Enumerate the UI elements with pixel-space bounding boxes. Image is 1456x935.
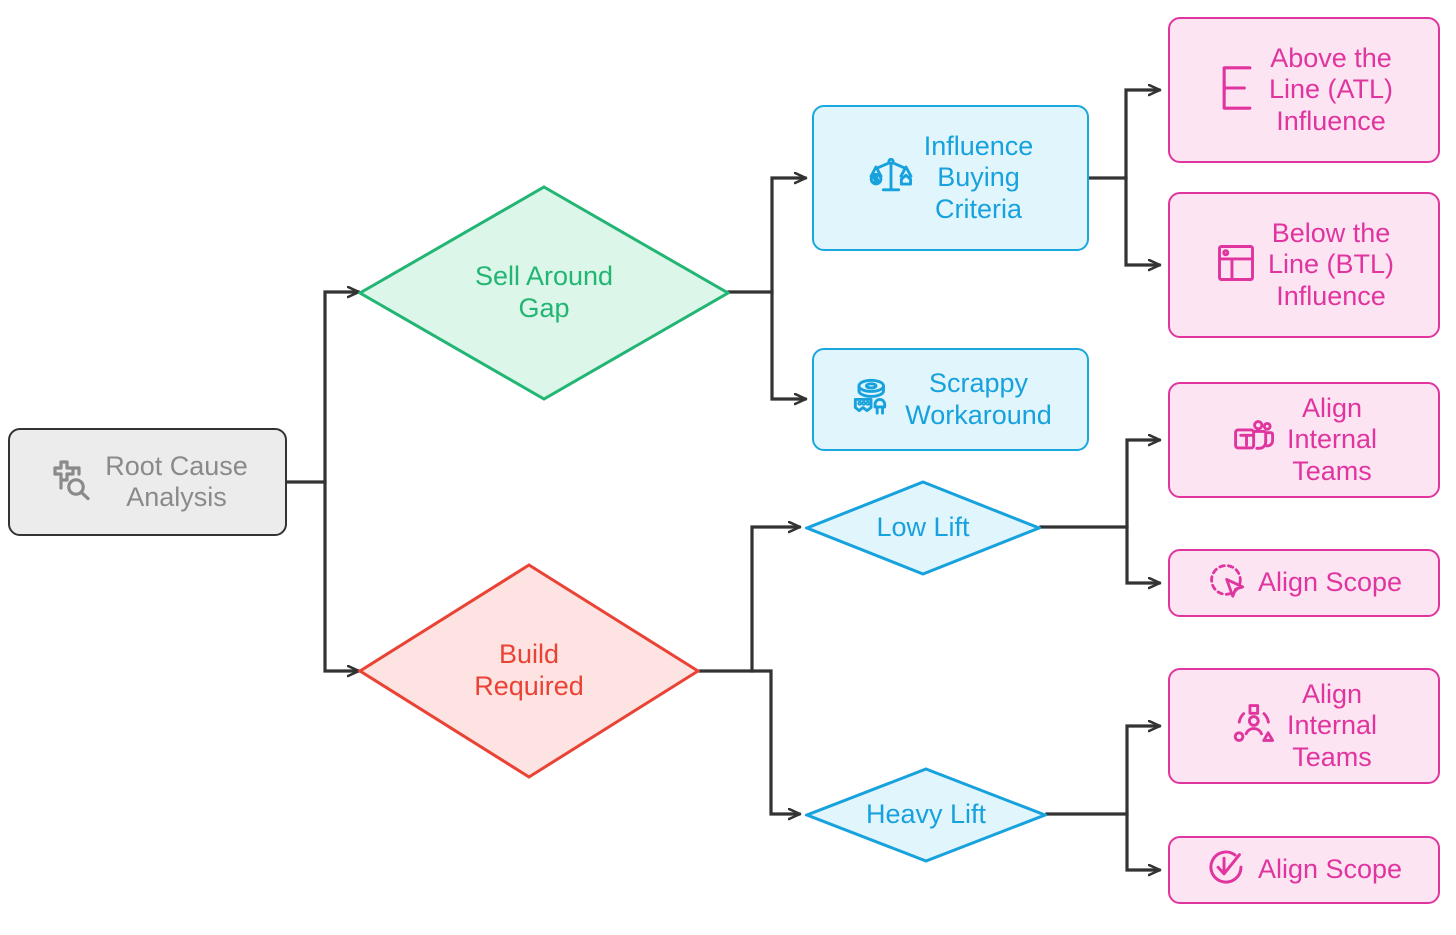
edge-heavy-lift-to-teams xyxy=(1045,726,1159,816)
root-cause-analysis-icon xyxy=(47,456,95,509)
edge-sag-to-scrappy xyxy=(770,290,805,399)
node-label: Align Scope xyxy=(1257,567,1403,598)
node-below-the-line-influence[interactable]: Below the Line (BTL) Influence xyxy=(1168,192,1440,338)
node-scrappy-workaround[interactable]: Scrappy Workaround xyxy=(812,348,1089,451)
edge-sag-to-influence xyxy=(727,178,805,294)
node-label: Low Lift xyxy=(876,512,970,543)
node-align-internal-teams-heavy-lift[interactable]: Align Internal Teams xyxy=(1168,668,1440,784)
node-heavy-lift[interactable]: Heavy Lift xyxy=(805,767,1047,863)
node-sell-around-gap[interactable]: Sell Around Gap xyxy=(358,185,730,401)
edge-low-lift-to-teams xyxy=(1039,440,1159,529)
node-align-internal-teams-low-lift[interactable]: Align Internal Teams xyxy=(1168,382,1440,498)
node-label: Scrappy Workaround xyxy=(905,368,1052,430)
node-label: Root Cause Analysis xyxy=(105,450,248,512)
node-label: Align Internal Teams xyxy=(1286,393,1378,486)
node-align-scope-low-lift[interactable]: Align Scope xyxy=(1168,549,1440,617)
edge-low-lift-to-scope xyxy=(1125,525,1159,583)
node-label: Align Scope xyxy=(1257,854,1403,885)
node-label: Above the Line (ATL) Influence xyxy=(1268,43,1394,136)
edge-heavy-lift-to-scope xyxy=(1125,812,1159,870)
diamond-shape xyxy=(805,480,1041,576)
node-label: Build Required xyxy=(474,639,584,701)
diamond-shape xyxy=(805,767,1047,863)
node-label: Sell Around Gap xyxy=(474,261,614,323)
node-low-lift[interactable]: Low Lift xyxy=(805,480,1041,576)
edge-root-to-build-required xyxy=(323,480,358,671)
edge-influence-to-atl xyxy=(1087,90,1159,180)
node-label: Heavy Lift xyxy=(865,799,987,830)
diamond-shape xyxy=(358,563,700,779)
node-label: Influence Buying Criteria xyxy=(923,131,1034,224)
balance-scale-icon xyxy=(868,153,914,204)
edge-root-to-sell-around-gap xyxy=(285,292,358,484)
node-label: Align Internal Teams xyxy=(1286,679,1378,772)
diamond-shape xyxy=(358,185,730,401)
dashed-circle-cursor-icon xyxy=(1206,560,1248,607)
node-influence-buying-criteria[interactable]: Influence Buying Criteria xyxy=(812,105,1089,251)
node-label: Below the Line (BTL) Influence xyxy=(1267,218,1395,311)
microsoft-teams-icon xyxy=(1231,415,1277,466)
circle-check-scribble-icon xyxy=(1206,847,1248,894)
bracket-e-icon xyxy=(1215,62,1259,119)
layout-panel-icon xyxy=(1214,241,1258,290)
edge-influence-to-btl xyxy=(1124,176,1159,265)
edge-build-to-heavy-lift xyxy=(750,669,799,814)
edge-build-to-low-lift xyxy=(698,527,799,673)
node-build-required[interactable]: Build Required xyxy=(358,563,700,779)
duct-tape-icon xyxy=(849,374,895,425)
node-above-the-line-influence[interactable]: Above the Line (ATL) Influence xyxy=(1168,17,1440,163)
people-shapes-icon xyxy=(1231,701,1277,752)
node-root-cause-analysis[interactable]: Root Cause Analysis xyxy=(8,428,287,536)
node-align-scope-heavy-lift[interactable]: Align Scope xyxy=(1168,836,1440,904)
